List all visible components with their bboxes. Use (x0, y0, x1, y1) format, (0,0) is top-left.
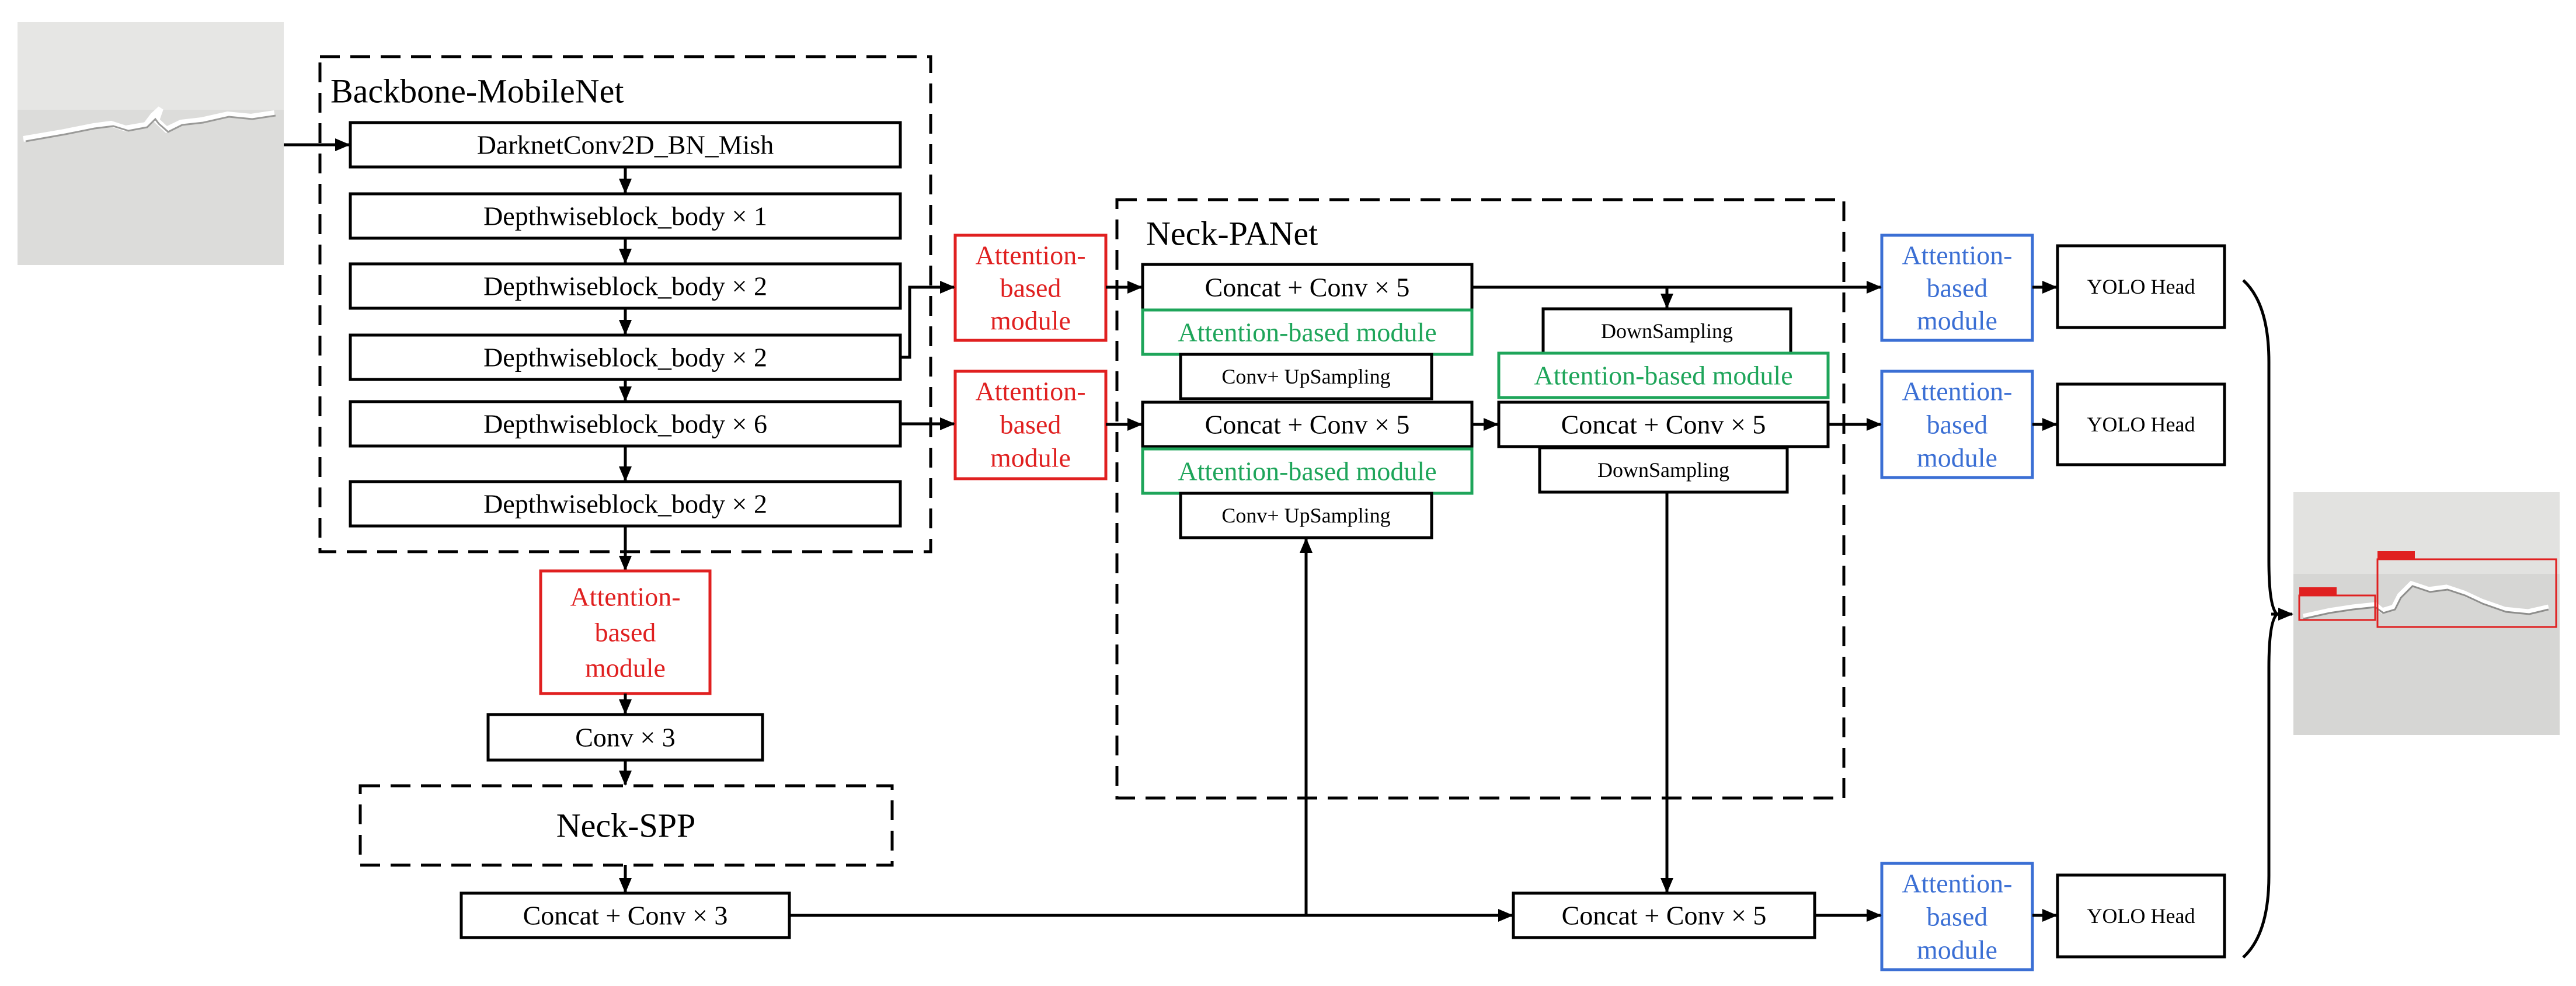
svg-text:based: based (1000, 273, 1061, 303)
output-detection-image (2293, 492, 2560, 735)
svg-text:Depthwiseblock_body × 2: Depthwiseblock_body × 2 (483, 271, 767, 301)
input-crack-image (18, 22, 284, 265)
output-merge-brace (2242, 279, 2279, 959)
neck-panet-region (1115, 198, 1846, 800)
concat-conv3-block: Concat + Conv × 3 (459, 891, 791, 939)
neck-panet-title: Neck-PANet (1146, 215, 1318, 253)
backbone-block-depthwise-2a: Depthwiseblock_body × 2 (349, 262, 902, 310)
svg-text:module: module (990, 443, 1071, 473)
detection-label-large (2377, 551, 2415, 559)
svg-text:Concat + Conv × 5: Concat + Conv × 5 (1561, 410, 1766, 440)
concat-conv5-mid-right: Concat + Conv × 5 (1497, 400, 1830, 448)
conv-upsampling-1: Conv+ UpSampling (1179, 353, 1433, 400)
svg-text:DownSampling: DownSampling (1601, 319, 1733, 343)
attention-module-red-mid: Attention- based module (953, 370, 1108, 480)
svg-text:DarknetConv2D_BN_Mish: DarknetConv2D_BN_Mish (477, 130, 774, 160)
detection-label-small (2299, 587, 2337, 595)
attention-module-green-2: Attention-based module (1141, 447, 1474, 495)
svg-text:Depthwiseblock_body × 2: Depthwiseblock_body × 2 (483, 489, 767, 519)
yolo-head-3: YOLO Head (2056, 873, 2226, 959)
svg-text:based: based (1000, 410, 1061, 440)
svg-text:Conv+ UpSampling: Conv+ UpSampling (1221, 365, 1390, 388)
svg-text:Attention-: Attention- (1902, 241, 2012, 270)
svg-text:module: module (1917, 443, 1997, 473)
svg-text:module: module (1917, 935, 1997, 965)
svg-text:Conv × 3: Conv × 3 (575, 723, 676, 752)
svg-text:based: based (1927, 902, 1988, 932)
svg-text:DownSampling: DownSampling (1597, 458, 1729, 482)
svg-text:Depthwiseblock_body × 1: Depthwiseblock_body × 1 (483, 201, 767, 231)
backbone-block-darknetconv: DarknetConv2D_BN_Mish (349, 121, 902, 169)
svg-text:YOLO Head: YOLO Head (2087, 413, 2195, 436)
svg-text:Concat + Conv × 5: Concat + Conv × 5 (1205, 273, 1410, 302)
attention-module-green-3: Attention-based module (1497, 351, 1830, 399)
svg-text:Concat + Conv × 3: Concat + Conv × 3 (523, 901, 728, 931)
concat-conv5-mid-left: Concat + Conv × 5 (1141, 400, 1474, 448)
svg-text:Conv+ UpSampling: Conv+ UpSampling (1221, 504, 1390, 527)
detection-box-small (2298, 594, 2376, 621)
svg-text:Depthwiseblock_body × 2: Depthwiseblock_body × 2 (483, 343, 767, 372)
attention-module-blue-3: Attention- based module (1880, 862, 2034, 971)
svg-text:Depthwiseblock_body × 6: Depthwiseblock_body × 6 (483, 409, 767, 439)
backbone-block-depthwise-2b: Depthwiseblock_body × 2 (349, 333, 902, 381)
svg-text:based: based (595, 618, 656, 647)
conv3-block: Conv × 3 (486, 713, 764, 762)
attention-module-red-top: Attention- based module (953, 234, 1108, 342)
detection-box-large (2376, 558, 2557, 628)
attention-module-blue-2: Attention- based module (1880, 370, 2034, 479)
svg-text:Attention-: Attention- (570, 582, 680, 612)
attention-module-blue-1: Attention- based module (1880, 234, 2034, 342)
backbone-block-depthwise-2c: Depthwiseblock_body × 2 (349, 480, 902, 528)
svg-text:module: module (585, 653, 666, 683)
downsampling-2: DownSampling (1538, 446, 1789, 494)
yolo-head-1: YOLO Head (2056, 244, 2226, 329)
svg-text:based: based (1927, 273, 1988, 303)
neck-spp-title: Neck-SPP (556, 807, 695, 845)
svg-text:YOLO Head: YOLO Head (2087, 904, 2195, 928)
backbone-block-depthwise-1: Depthwiseblock_body × 1 (349, 192, 902, 240)
attention-module-green-1: Attention-based module (1141, 308, 1474, 356)
svg-text:Attention-: Attention- (1902, 869, 2012, 898)
svg-text:Concat + Conv × 5: Concat + Conv × 5 (1562, 901, 1767, 931)
backbone-title: Backbone-MobileNet (330, 72, 624, 110)
svg-text:YOLO Head: YOLO Head (2087, 275, 2195, 298)
yolo-head-2: YOLO Head (2056, 382, 2226, 466)
svg-text:based: based (1927, 410, 1988, 440)
svg-text:Attention-: Attention- (975, 241, 1085, 270)
concat-conv5-top: Concat + Conv × 5 (1141, 263, 1474, 312)
svg-text:Attention-: Attention- (1902, 377, 2012, 406)
concat-conv5-bottom: Concat + Conv × 5 (1512, 891, 1816, 939)
svg-text:Concat + Conv × 5: Concat + Conv × 5 (1205, 410, 1410, 440)
backbone-block-depthwise-6: Depthwiseblock_body × 6 (349, 400, 902, 448)
svg-text:Attention-based module: Attention-based module (1178, 457, 1436, 486)
svg-text:Attention-based module: Attention-based module (1534, 361, 1792, 391)
downsampling-1: DownSampling (1541, 307, 1792, 355)
conv-upsampling-2: Conv+ UpSampling (1179, 492, 1433, 539)
svg-text:module: module (990, 306, 1071, 336)
svg-text:Attention-: Attention- (975, 377, 1085, 406)
svg-text:Attention-based module: Attention-based module (1178, 318, 1436, 347)
svg-text:module: module (1917, 306, 1997, 336)
attention-module-red-bottom: Attention- based module (539, 569, 712, 695)
